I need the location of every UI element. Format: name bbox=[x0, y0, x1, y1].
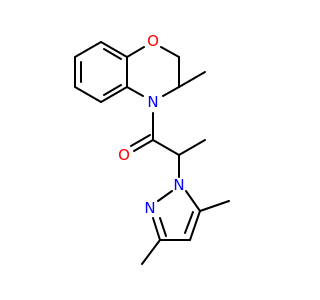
bond bbox=[133, 139, 154, 152]
bond bbox=[152, 139, 180, 156]
nitrogen-atom-label: N bbox=[147, 93, 158, 111]
bond bbox=[74, 86, 102, 103]
carbonyl-oxygen-atom-label: O bbox=[118, 146, 130, 164]
bond bbox=[189, 210, 201, 241]
double-bond-inner bbox=[103, 84, 122, 96]
double-bond-inner bbox=[184, 211, 194, 234]
bond bbox=[157, 190, 173, 202]
double-bond-inner bbox=[103, 48, 122, 60]
pyrazole-ring bbox=[152, 190, 201, 241]
bond bbox=[152, 217, 161, 241]
bond bbox=[74, 41, 102, 58]
methyl-bond bbox=[141, 239, 161, 265]
bond bbox=[160, 46, 180, 58]
oxazine-ring bbox=[126, 46, 180, 97]
pyrazole-nitrogen-atom-label: N bbox=[144, 199, 155, 217]
bond bbox=[162, 86, 180, 97]
bond bbox=[185, 190, 201, 212]
bond bbox=[100, 41, 128, 58]
methyl-bond bbox=[178, 71, 206, 88]
bond bbox=[126, 86, 144, 97]
bond bbox=[126, 46, 145, 58]
oxygen-atom-label: O bbox=[147, 32, 159, 50]
bond bbox=[130, 134, 151, 147]
methyl-bond bbox=[199, 200, 230, 212]
pyrazole-nitrogen-atom-label: N bbox=[173, 176, 184, 194]
carbonyl-double-bond bbox=[130, 134, 154, 152]
structure-diagram: O N O N N bbox=[74, 32, 230, 265]
bond bbox=[100, 86, 128, 103]
double-bond-inner bbox=[159, 217, 167, 237]
methyl-bond bbox=[178, 139, 206, 156]
benzene-ring bbox=[74, 41, 128, 103]
molecule-drawing: O N O N N bbox=[74, 32, 230, 265]
